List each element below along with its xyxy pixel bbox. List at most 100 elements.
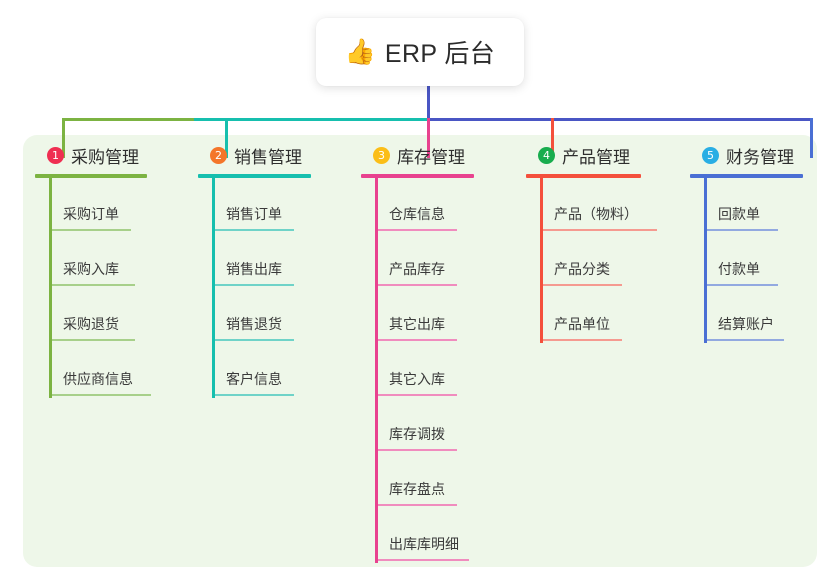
- column-badge-2: 2: [210, 146, 227, 164]
- list-item[interactable]: 客户信息: [198, 343, 350, 398]
- column-header-4[interactable]: 4 产品管理: [526, 143, 686, 167]
- list-item[interactable]: 其它出库: [361, 288, 516, 343]
- drop-3: [427, 118, 430, 158]
- list-item[interactable]: 产品单位: [526, 288, 686, 343]
- column-underline: [526, 174, 641, 178]
- list-item-label: 销售订单: [226, 206, 282, 222]
- column-title: 销售管理: [234, 147, 302, 167]
- column-title: 财务管理: [726, 147, 794, 167]
- list-item-rule: [540, 339, 622, 341]
- list-item[interactable]: 销售订单: [198, 178, 350, 233]
- list-item-label: 采购退货: [63, 316, 119, 332]
- column-header-5[interactable]: 5 财务管理: [690, 143, 839, 167]
- list-item[interactable]: 销售出库: [198, 233, 350, 288]
- list-item[interactable]: 付款单: [690, 233, 839, 288]
- list-item-label: 库存盘点: [389, 481, 445, 497]
- list-item[interactable]: 采购入库: [35, 233, 187, 288]
- column-财务管理: 5 财务管理回款单付款单结算账户: [690, 143, 839, 343]
- drop-1: [62, 118, 65, 158]
- list-item[interactable]: 产品分类: [526, 233, 686, 288]
- list-item[interactable]: 销售退货: [198, 288, 350, 343]
- list-item[interactable]: 供应商信息: [35, 343, 187, 398]
- list-item-rule: [540, 284, 622, 286]
- list-item-label: 销售出库: [226, 261, 282, 277]
- list-item-rule: [49, 339, 135, 341]
- column-items: 回款单付款单结算账户: [690, 178, 839, 343]
- list-item-rule: [212, 229, 294, 231]
- column-title: 采购管理: [71, 147, 139, 167]
- column-badge-1: 1: [47, 146, 64, 164]
- list-item-label: 采购入库: [63, 261, 119, 277]
- list-item[interactable]: 回款单: [690, 178, 839, 233]
- list-item-rule: [212, 394, 294, 396]
- list-item-rule: [375, 394, 457, 396]
- diagram-panel: [23, 135, 817, 567]
- column-underline: [361, 174, 474, 178]
- list-item[interactable]: 采购退货: [35, 288, 187, 343]
- list-item[interactable]: 库存盘点: [361, 453, 516, 508]
- list-item-label: 付款单: [718, 261, 760, 277]
- list-item-rule: [49, 394, 151, 396]
- column-badge-5: 5: [702, 146, 719, 164]
- list-item-label: 出库库明细: [389, 536, 459, 552]
- list-item-rule: [375, 339, 457, 341]
- column-underline: [198, 174, 311, 178]
- column-underline: [690, 174, 803, 178]
- list-item-label: 产品库存: [389, 261, 445, 277]
- list-item[interactable]: 结算账户: [690, 288, 839, 343]
- bus-seg-1: [62, 118, 196, 121]
- column-badge-4: 4: [538, 146, 555, 164]
- list-item-rule: [49, 229, 131, 231]
- list-item-label: 回款单: [718, 206, 760, 222]
- list-item[interactable]: 采购订单: [35, 178, 187, 233]
- column-header-1[interactable]: 1 采购管理: [35, 143, 187, 167]
- list-item-label: 产品分类: [554, 261, 610, 277]
- list-item[interactable]: 库存调拨: [361, 398, 516, 453]
- root-node-card[interactable]: 👍 ERP 后台: [316, 18, 524, 86]
- column-header-2[interactable]: 2 销售管理: [198, 143, 350, 167]
- bus-seg-2: [194, 118, 429, 121]
- list-item-label: 采购订单: [63, 206, 119, 222]
- list-item-rule: [49, 284, 135, 286]
- column-stem: [212, 178, 215, 398]
- list-item-label: 供应商信息: [63, 371, 133, 387]
- column-销售管理: 2 销售管理销售订单销售出库销售退货客户信息: [198, 143, 350, 398]
- list-item-rule: [704, 284, 778, 286]
- column-stem: [375, 178, 378, 563]
- root-trunk-connector: [427, 86, 430, 121]
- list-item[interactable]: 产品库存: [361, 233, 516, 288]
- list-item-label: 产品（物料）: [554, 206, 638, 222]
- list-item-rule: [540, 229, 657, 231]
- list-item-rule: [375, 559, 469, 561]
- drop-4: [551, 118, 554, 158]
- bus-seg-3: [427, 118, 812, 121]
- list-item-rule: [704, 339, 784, 341]
- column-stem: [540, 178, 543, 343]
- drop-2: [225, 118, 228, 158]
- column-underline: [35, 174, 147, 178]
- list-item-label: 仓库信息: [389, 206, 445, 222]
- column-items: 仓库信息产品库存其它出库其它入库库存调拨库存盘点出库库明细: [361, 178, 516, 563]
- list-item[interactable]: 产品（物料）: [526, 178, 686, 233]
- list-item-label: 结算账户: [718, 316, 774, 332]
- column-产品管理: 4 产品管理产品（物料） 产品分类产品单位: [526, 143, 686, 343]
- list-item-rule: [375, 504, 457, 506]
- list-item-label: 库存调拨: [389, 426, 445, 442]
- column-items: 产品（物料） 产品分类产品单位: [526, 178, 686, 343]
- column-items: 销售订单销售出库销售退货客户信息: [198, 178, 350, 398]
- list-item-rule: [375, 229, 457, 231]
- list-item-label: 其它出库: [389, 316, 445, 332]
- column-items: 采购订单采购入库采购退货供应商信息: [35, 178, 187, 398]
- root-node-title: ERP 后台: [384, 40, 496, 68]
- list-item[interactable]: 出库库明细: [361, 508, 516, 563]
- list-item[interactable]: 其它入库: [361, 343, 516, 398]
- list-item[interactable]: 仓库信息: [361, 178, 516, 233]
- list-item-rule: [375, 284, 457, 286]
- column-title: 产品管理: [562, 147, 630, 167]
- column-badge-3: 3: [373, 146, 390, 164]
- column-stem: [49, 178, 52, 398]
- list-item-rule: [704, 229, 778, 231]
- column-stem: [704, 178, 707, 343]
